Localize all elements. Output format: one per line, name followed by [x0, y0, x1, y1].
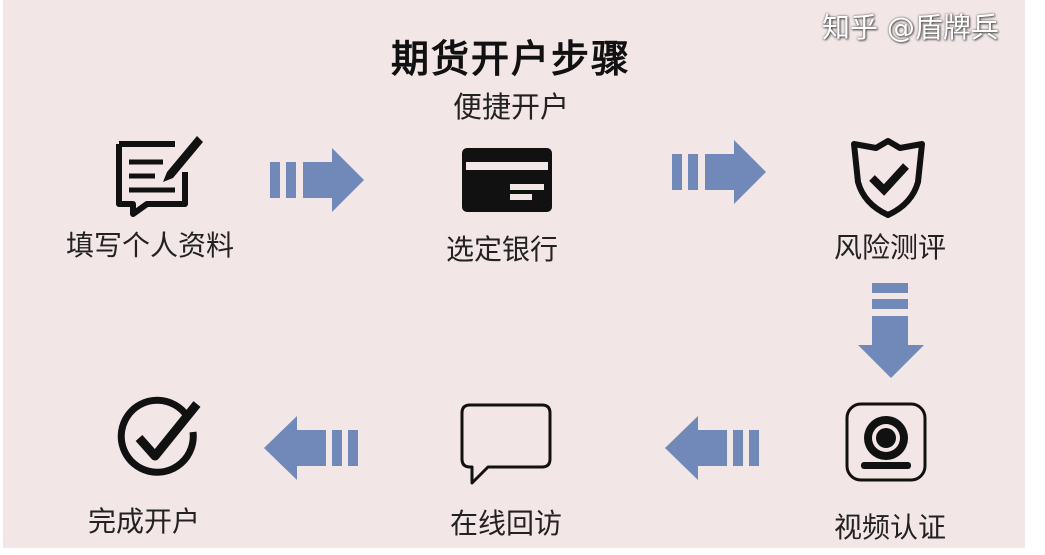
step-label-account-complete: 完成开户 — [87, 505, 200, 538]
arrow-down-icon — [858, 283, 924, 378]
step-label-online-callback: 在线回访 — [449, 507, 562, 540]
diagram-title: 期货开户步骤 — [390, 37, 631, 81]
arrow-left-icon — [264, 416, 358, 480]
form-edit-icon — [116, 136, 203, 217]
arrow-left-icon — [665, 416, 759, 480]
diagram-panel — [3, 0, 1025, 548]
arrow-right-icon — [270, 148, 364, 212]
step-label-video-verify: 视频认证 — [833, 511, 946, 544]
shield-check-icon — [851, 138, 925, 218]
check-circle-icon — [117, 396, 201, 476]
step-label-fill-info: 填写个人资料 — [65, 229, 234, 262]
webcam-icon — [845, 402, 927, 482]
chat-bubble-icon — [460, 403, 552, 485]
bank-card-icon — [462, 148, 552, 212]
step-label-risk-test: 风险测评 — [833, 231, 946, 264]
watermark: 知乎 @盾牌兵 — [822, 11, 999, 44]
step-label-select-bank: 选定银行 — [445, 233, 558, 266]
arrow-right-icon — [672, 140, 766, 204]
diagram-subtitle: 便捷开户 — [452, 90, 569, 124]
